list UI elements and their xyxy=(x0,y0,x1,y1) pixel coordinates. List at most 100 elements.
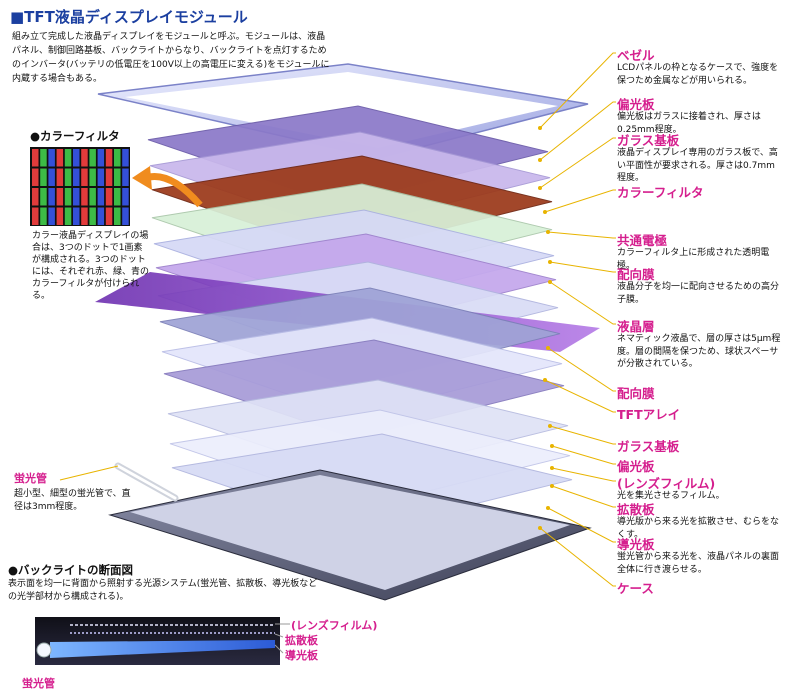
color-filter-dot xyxy=(40,207,47,225)
color-filter-text: カラー液晶ディスプレイの場合は、3つのドットで1画素が構成される。3つのドットに… xyxy=(32,231,150,301)
color-filter-dot xyxy=(122,188,129,206)
leader-line xyxy=(544,189,616,213)
case-inner-surface xyxy=(130,475,570,590)
color-filter-dot xyxy=(122,168,129,186)
leader-line xyxy=(59,465,119,481)
arrowhead-icon xyxy=(132,166,152,190)
color-filter-dot xyxy=(122,207,129,225)
leader-line xyxy=(539,137,616,189)
leader-line xyxy=(549,261,616,273)
leader-dot xyxy=(543,378,547,382)
color-filter-sample xyxy=(30,147,130,226)
color-filter-dot xyxy=(40,168,47,186)
layer-label: (レンズフィルム) xyxy=(617,476,716,491)
color-filter-dot xyxy=(89,207,96,225)
color-filter-dot xyxy=(40,188,47,206)
leader-line xyxy=(549,425,616,445)
leader-line xyxy=(547,507,616,543)
layer-description: LCDパネルの枠となるケースで、強度を保つため金属などが用いられる。 xyxy=(617,63,779,86)
color-filter-dot xyxy=(56,207,64,225)
color-filter-heading: ●カラーフィルタ xyxy=(30,129,120,143)
leader-line xyxy=(547,231,616,239)
color-filter-dot xyxy=(89,149,96,167)
color-filter-dot xyxy=(56,168,64,186)
layer-label: ガラス基板 xyxy=(617,439,680,454)
leader-line xyxy=(551,485,616,508)
intro-text: 組み立て完成した液晶ディスプレイをモジュールと呼ぶ。モジュールは、液晶パネル、制… xyxy=(12,32,330,84)
color-filter-dot xyxy=(114,188,121,206)
leader-dot xyxy=(548,280,552,284)
color-filter-dot xyxy=(114,207,121,225)
color-filter-dot xyxy=(81,188,88,206)
section-label-lamp: 蛍光管 xyxy=(22,677,55,690)
layer-label: ベゼル xyxy=(617,48,655,63)
layer-description: 偏光板はガラスに接着され、厚さは0.25mm程度。 xyxy=(617,112,761,135)
leader-dot xyxy=(550,444,554,448)
color-filter-dot xyxy=(48,168,55,186)
color-filter-dot xyxy=(64,168,72,186)
layer-description: 導光版から来る光を拡散させ、むらをなくす。 xyxy=(617,517,780,540)
leader-line xyxy=(544,379,616,413)
leader-line xyxy=(549,281,616,325)
page-title: ■TFT液晶ディスプレイモジュール xyxy=(10,8,248,26)
color-filter-dot xyxy=(56,188,64,206)
leader-line xyxy=(539,52,616,129)
color-filter-dot xyxy=(32,168,39,186)
layer-label: ガラス基板 xyxy=(617,133,680,148)
leader-dot xyxy=(548,260,552,264)
layer-label: 配向膜 xyxy=(617,386,655,401)
backlight-cross-section xyxy=(35,617,290,665)
color-filter-dot xyxy=(73,168,80,186)
color-filter-dot xyxy=(97,188,105,206)
color-filter-dot xyxy=(114,168,121,186)
color-filter-dot xyxy=(105,188,113,206)
backlight-heading: ●バックライトの断面図 xyxy=(8,563,134,577)
layer-label: 共通電極 xyxy=(617,233,668,248)
color-filter-dot xyxy=(40,149,47,167)
leader-dot xyxy=(546,346,550,350)
color-filter-dot xyxy=(56,149,64,167)
color-filter-dot xyxy=(81,149,88,167)
color-filter-dot xyxy=(48,207,55,225)
color-filter-dot xyxy=(105,168,113,186)
layer-description: 液晶分子を均一に配向させるための高分子膜。 xyxy=(617,282,780,305)
layer-label: ケース xyxy=(617,581,654,596)
layer-label: TFTアレイ xyxy=(617,407,681,422)
section-label-diffuser: 拡散板 xyxy=(285,634,318,647)
layer-description: 液晶ディスプレイ専用のガラス板で、高い平面性が要求される。厚さは0.7mm程度。 xyxy=(617,148,778,183)
leader-dot xyxy=(548,424,552,428)
layer-label: 液晶層 xyxy=(617,319,655,334)
lamp-text: 超小型、細型の蛍光管で、直径は3mm程度。 xyxy=(14,489,131,512)
layer-description: 光を集光させるフィルム。 xyxy=(617,491,725,501)
color-filter-dot xyxy=(32,188,39,206)
leader-dot xyxy=(538,526,542,530)
leader-line xyxy=(539,101,616,161)
color-filter-dot xyxy=(89,188,96,206)
backlight-text: 表示面を均一に背面から照射する光源システム(蛍光管、拡散板、導光板などの光学部材… xyxy=(8,579,318,602)
color-filter-dot xyxy=(32,149,39,167)
leader-line xyxy=(551,445,616,465)
color-filter-dot xyxy=(64,149,72,167)
section-label-lens-film: (レンズフィルム) xyxy=(291,619,378,632)
color-filter-dot xyxy=(105,149,113,167)
color-filter-dot xyxy=(97,207,105,225)
color-filter-dot xyxy=(89,168,96,186)
leader-line xyxy=(547,347,616,392)
color-filter-dot xyxy=(64,207,72,225)
leader-dot xyxy=(550,466,554,470)
color-filter-dot xyxy=(73,207,80,225)
color-filter-dot xyxy=(32,207,39,225)
section-label-light-guide: 導光板 xyxy=(285,649,318,662)
leader-dot xyxy=(543,210,547,214)
layer-description: カラーフィルタ上に形成された透明電極。 xyxy=(617,248,770,271)
color-filter-dot xyxy=(114,149,121,167)
leader-line xyxy=(551,467,616,482)
color-filter-dot xyxy=(81,207,88,225)
layer-stack xyxy=(95,105,600,601)
layer-label: カラーフィルタ xyxy=(617,185,704,200)
leader-dot xyxy=(538,158,542,162)
layer-label: 拡散板 xyxy=(617,502,655,517)
layer-label: 偏光板 xyxy=(617,459,655,474)
